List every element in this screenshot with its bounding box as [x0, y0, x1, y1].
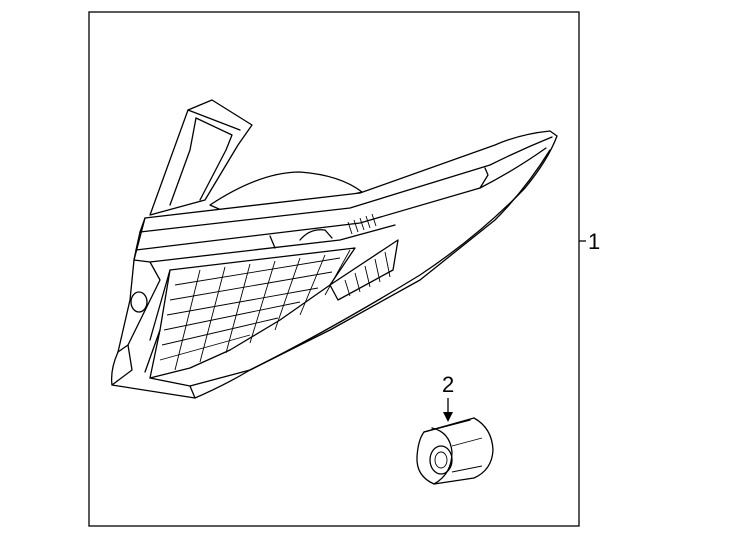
vent-slits: [347, 213, 377, 235]
housing-hump: [209, 171, 363, 215]
bolt-hole: [130, 291, 148, 313]
tail-lamp-assembly[interactable]: [110, 99, 558, 399]
diagram-frame: [88, 11, 580, 527]
callout-2-arrowhead: [443, 412, 453, 422]
callout-1-label: 1: [588, 229, 600, 254]
callout-2: 2: [442, 372, 454, 422]
callout-2-label: 2: [442, 372, 454, 397]
socket-bushing[interactable]: [416, 417, 494, 485]
reflector-area: [149, 247, 356, 379]
side-marker-grille: [329, 239, 399, 301]
callout-1: 1: [579, 229, 600, 254]
reflector-pattern: [159, 249, 351, 371]
mounting-bracket: [149, 99, 253, 216]
